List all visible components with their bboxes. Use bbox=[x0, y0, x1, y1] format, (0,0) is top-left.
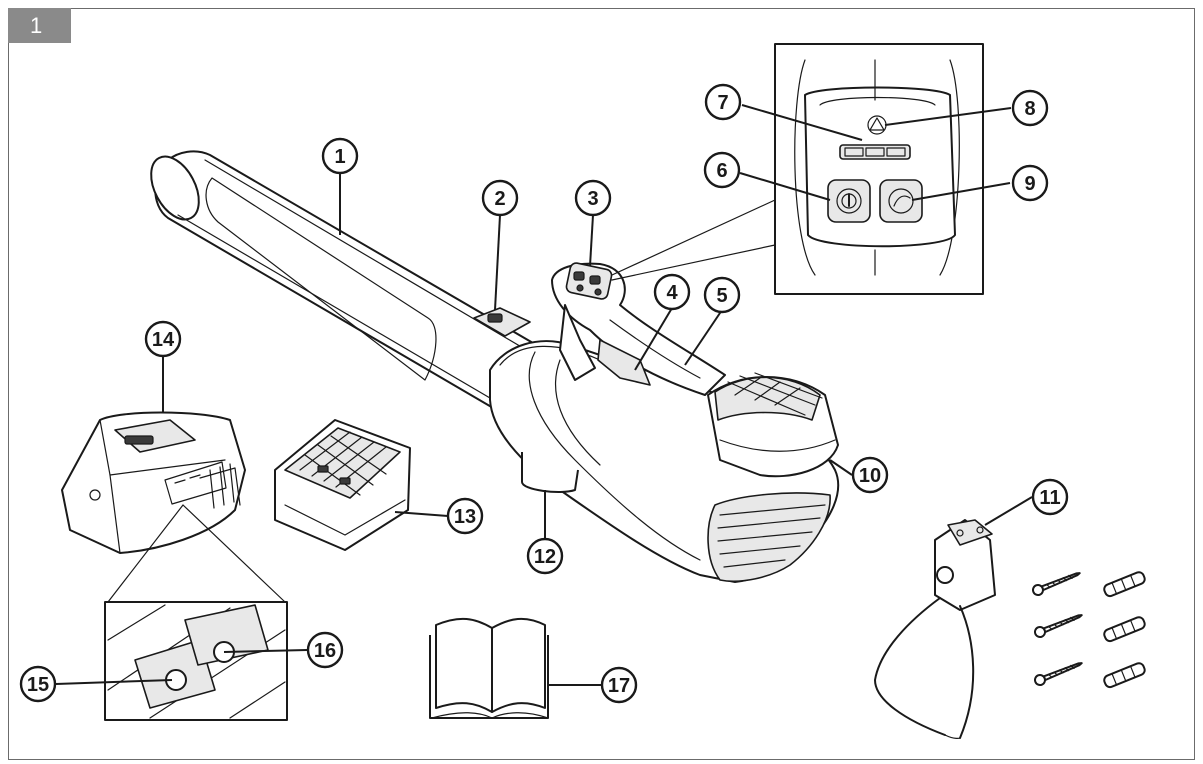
callout-number: 2 bbox=[494, 188, 505, 210]
zoom-lead-line-upper bbox=[611, 199, 776, 276]
callout-17: 17 bbox=[600, 666, 638, 704]
zoom-lead-line-lower bbox=[611, 244, 776, 281]
blow-tube bbox=[150, 150, 546, 413]
trigger bbox=[597, 339, 651, 386]
wall-plugs bbox=[1103, 571, 1146, 689]
callout-7: 7 bbox=[704, 83, 742, 121]
callout-circle bbox=[321, 137, 359, 175]
callout-circle bbox=[653, 273, 691, 311]
air-vent-grille bbox=[707, 492, 831, 583]
callout-14: 14 bbox=[144, 320, 182, 358]
charger-led-zoom bbox=[104, 504, 288, 721]
inserted-battery bbox=[707, 372, 839, 478]
callout-number: 16 bbox=[314, 640, 336, 662]
callout-number: 1 bbox=[334, 146, 345, 168]
callout-circle bbox=[144, 320, 182, 358]
screws bbox=[1032, 572, 1083, 686]
stand-foot bbox=[521, 452, 579, 493]
callout-circle bbox=[19, 665, 57, 703]
callout-11: 11 bbox=[1031, 478, 1069, 516]
callout-number: 7 bbox=[717, 92, 728, 114]
callout-1: 1 bbox=[321, 137, 359, 175]
callout-9: 9 bbox=[1011, 164, 1049, 202]
callout-number: 8 bbox=[1024, 98, 1035, 120]
leader-lines bbox=[55, 104, 1033, 686]
callout-5: 5 bbox=[703, 276, 741, 314]
callout-number: 10 bbox=[859, 465, 881, 487]
callout-circle bbox=[446, 497, 484, 535]
callout-2: 2 bbox=[481, 179, 519, 217]
callout-number: 15 bbox=[27, 674, 49, 696]
handle-control-panel bbox=[565, 262, 613, 300]
callout-15: 15 bbox=[19, 665, 57, 703]
control-panel-zoom bbox=[774, 43, 984, 295]
callout-circle bbox=[703, 276, 741, 314]
callout-number: 4 bbox=[666, 282, 678, 304]
callout-6: 6 bbox=[703, 151, 741, 189]
callout-circle bbox=[1011, 164, 1049, 202]
callout-12: 12 bbox=[526, 537, 564, 575]
callout-number: 13 bbox=[454, 506, 476, 528]
callout-number: 11 bbox=[1039, 487, 1060, 509]
figure-number-tab: 1 bbox=[8, 8, 71, 43]
manual-book bbox=[429, 617, 549, 719]
callout-10: 10 bbox=[851, 456, 889, 494]
callout-number: 3 bbox=[587, 188, 598, 210]
callout-circle bbox=[1011, 89, 1049, 127]
callout-16: 16 bbox=[306, 631, 344, 669]
callout-circle bbox=[526, 537, 564, 575]
callout-circle bbox=[851, 456, 889, 494]
turbo-fan-icon bbox=[879, 179, 923, 223]
callout-circle bbox=[574, 179, 612, 217]
callout-number: 12 bbox=[534, 546, 556, 568]
callout-number: 6 bbox=[716, 160, 727, 182]
lock-switch bbox=[473, 307, 531, 337]
callout-number: 14 bbox=[152, 329, 175, 351]
battery-pack bbox=[274, 419, 411, 551]
callout-circle bbox=[600, 666, 638, 704]
callout-3: 3 bbox=[574, 179, 612, 217]
callout-circle bbox=[481, 179, 519, 217]
callout-8: 8 bbox=[1011, 89, 1049, 127]
charger bbox=[61, 411, 246, 554]
callout-13: 13 bbox=[446, 497, 484, 535]
callout-number: 5 bbox=[716, 285, 727, 307]
battery-level-indicator bbox=[839, 144, 911, 160]
wall-hanger bbox=[874, 519, 996, 739]
power-icon bbox=[827, 179, 871, 223]
callout-4: 4 bbox=[653, 273, 691, 311]
callout-circle bbox=[703, 151, 741, 189]
callout-circle bbox=[1031, 478, 1069, 516]
blower bbox=[150, 150, 840, 583]
callout-number: 9 bbox=[1024, 173, 1035, 195]
callout-circle bbox=[704, 83, 742, 121]
callout-circle bbox=[306, 631, 344, 669]
callout-number: 17 bbox=[608, 675, 630, 697]
figure-frame bbox=[8, 8, 1195, 760]
